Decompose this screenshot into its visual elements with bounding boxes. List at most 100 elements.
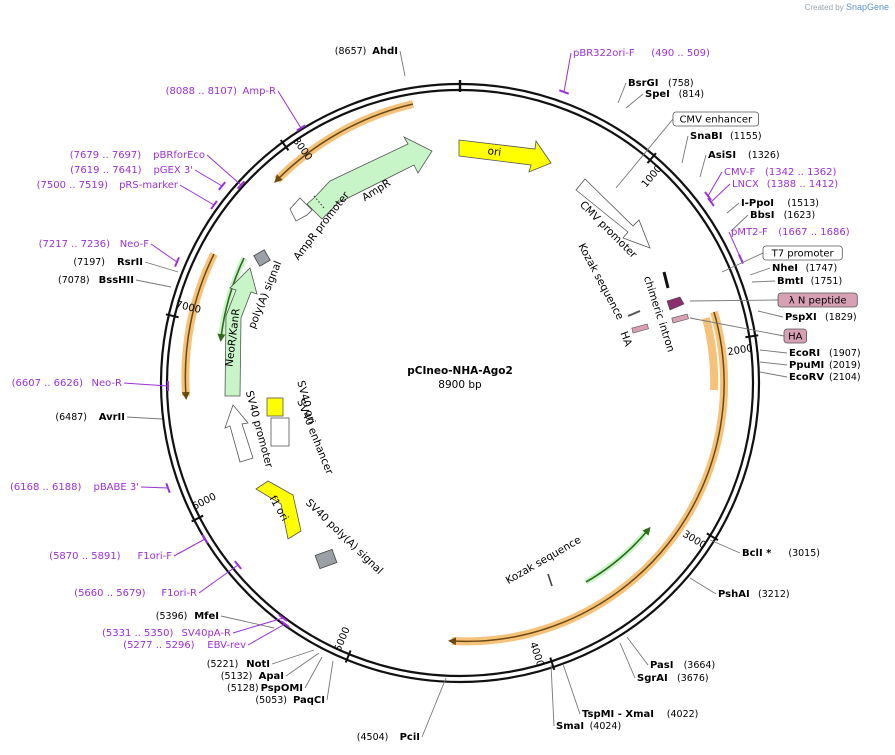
site-name: PspXI — [785, 312, 817, 323]
primer-leader — [150, 243, 178, 263]
site-name: SnaBI — [690, 131, 722, 142]
tick-label: 1000 — [640, 163, 665, 190]
site-leader — [681, 135, 689, 164]
site-position: (2104) — [829, 372, 861, 383]
primer-leader — [198, 564, 239, 594]
site-position: (3015) — [788, 548, 820, 559]
primer-range: (5870 .. 5891) — [49, 551, 121, 562]
feature-box — [762, 245, 843, 261]
neor-arrow — [224, 267, 258, 397]
primer-leader — [707, 171, 723, 197]
tick-mark — [646, 152, 657, 164]
primer-name: pMT2-F — [731, 227, 768, 238]
primer-range: (7500 .. 7519) — [37, 180, 109, 191]
site-leader — [699, 154, 707, 178]
label-layer: AhdI(8657)BsrGI(758)SpeI(814)SnaBI(1155)… — [10, 46, 861, 743]
site-position: (3676) — [677, 673, 709, 684]
site-name: BmtI — [777, 276, 804, 287]
site-position: (2019) — [829, 360, 861, 371]
primer-range: (5277 .. 5296) — [123, 640, 195, 651]
ampr-promoter-arrow — [289, 197, 313, 222]
primer-mark — [296, 124, 306, 132]
primer-range: (8088 .. 8107) — [166, 86, 238, 97]
primer-leader — [194, 169, 223, 187]
primer-name: SV40pA-R — [182, 628, 231, 639]
ago2-thin-arrow-line — [585, 526, 651, 583]
plasmid-size: 8900 bp — [438, 379, 482, 391]
tick-mark — [344, 650, 352, 663]
site-position: (5221) — [207, 659, 239, 670]
site-leader — [626, 636, 649, 666]
site-name: SmaI — [556, 721, 584, 732]
site-leader — [550, 664, 555, 727]
neo-orf-line — [181, 253, 215, 400]
primer-range: (7217 .. 7236) — [39, 239, 111, 250]
site-name: PshAI — [718, 589, 750, 600]
primer-leader — [173, 538, 206, 557]
kozak-label-2: Kozak sequence — [504, 534, 583, 587]
feature-leader — [615, 118, 674, 189]
site-position: (814) — [679, 89, 705, 100]
site-position: (1907) — [829, 348, 861, 359]
primer-name: EBV-rev — [207, 640, 246, 651]
ha-inner-glyph — [631, 323, 649, 334]
tick-mark — [191, 514, 204, 523]
site-position: (7197) — [73, 257, 105, 268]
site-name: PasI — [650, 660, 673, 671]
site-position: (5132) — [221, 671, 253, 682]
primer-leader — [728, 231, 742, 260]
feature-leader — [689, 317, 785, 337]
site-name: PciI — [400, 732, 420, 743]
site-name: NheI — [772, 263, 798, 274]
primer-range: (1388 .. 1412) — [767, 179, 839, 190]
ampr-arrow — [306, 136, 433, 220]
primer-range: (6607 .. 6626) — [12, 378, 84, 389]
kozak-bar-2 — [547, 573, 553, 587]
ori-arrow — [458, 139, 552, 173]
site-position: (3664) — [684, 660, 716, 671]
feature-box — [783, 328, 808, 344]
primer-range: (5660 .. 5679) — [74, 588, 146, 599]
site-leader — [759, 361, 788, 366]
site-leader — [625, 93, 644, 109]
site-leader — [421, 677, 447, 738]
site-name: AsiSI — [708, 150, 736, 161]
site-position: (1751) — [811, 276, 843, 287]
tick-mark — [745, 334, 759, 339]
primer-name: CMV-F — [724, 167, 755, 178]
site-name: BbsI — [750, 210, 774, 221]
site-leader — [326, 660, 334, 701]
site-position: (758) — [668, 78, 694, 89]
site-leader — [271, 649, 315, 665]
primer-leader — [563, 52, 572, 93]
site-leader — [562, 663, 581, 715]
cmv-promoter-arrow — [575, 178, 651, 249]
site-leader — [709, 539, 741, 554]
site-name: AhdI — [372, 46, 398, 57]
primer-leader — [140, 486, 169, 489]
site-name: AvrII — [99, 412, 125, 423]
site-leader — [757, 310, 784, 318]
snapgene-credit: Created by SnapGene — [805, 2, 889, 12]
site-position: (1623) — [784, 210, 816, 221]
primer-range: (490 .. 509) — [651, 48, 710, 59]
feature-leader — [721, 252, 764, 273]
polya-box — [253, 249, 271, 267]
site-name: SgrAI — [637, 673, 668, 684]
primer-name: F1ori-F — [138, 551, 173, 562]
sv40-ori-box — [266, 397, 284, 417]
primer-range: (7619 .. 7641) — [70, 165, 142, 176]
site-leader — [759, 371, 788, 378]
primer-range: (6168 .. 6188) — [10, 482, 82, 493]
kozak-label-1: Kozak sequence — [575, 241, 625, 321]
primer-name: F1ori-R — [161, 588, 197, 599]
primer-leader — [206, 154, 242, 186]
site-leader — [726, 202, 740, 214]
site-position: (4024) — [590, 721, 622, 732]
site-position: (8657) — [335, 46, 367, 57]
tick-label: 3000 — [680, 529, 707, 552]
primer-name: pRS-marker — [119, 180, 179, 191]
site-position: (7078) — [58, 275, 90, 286]
